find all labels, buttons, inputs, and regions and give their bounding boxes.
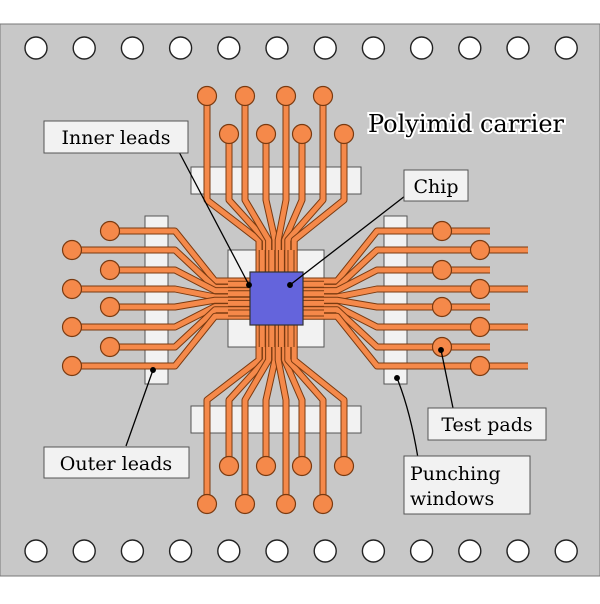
test-pad [99, 259, 121, 281]
test-pad [333, 123, 355, 145]
label-chip: Chip [403, 169, 469, 202]
lead-left [110, 228, 250, 284]
sprocket-hole [265, 36, 289, 60]
lead-bottom [291, 325, 347, 466]
callouts [125, 149, 454, 459]
lead-bottom [242, 325, 272, 504]
sprocket-hole [24, 539, 48, 563]
sprocket-hole [217, 539, 241, 563]
test-pad [234, 85, 256, 107]
test-pad [312, 85, 334, 107]
sprocket-hole [313, 36, 337, 60]
test-pad [61, 239, 83, 261]
carrier-title: Polyimid carrier [368, 110, 565, 138]
test-pad [431, 259, 453, 281]
sprocket-hole [217, 36, 241, 60]
punching-window-bottom [190, 405, 362, 434]
lead-bottom [285, 325, 326, 504]
test-pad [196, 493, 218, 515]
test-pad [469, 239, 491, 261]
lead-left [110, 267, 250, 294]
label-outer-leads: Outer leads [43, 446, 190, 479]
inner-leads-label: Inner leads [62, 127, 171, 149]
test-pad [61, 355, 83, 377]
test-pad [275, 493, 297, 515]
test-pad [61, 278, 83, 300]
test-pad [333, 455, 355, 477]
sprocket-hole [361, 539, 386, 563]
test-pad [255, 455, 277, 477]
test-pad [99, 336, 121, 358]
sprocket-hole [72, 36, 96, 60]
test-pad [234, 493, 256, 515]
test-pad [431, 220, 453, 242]
punching-window-left [144, 215, 169, 385]
leads [61, 85, 528, 515]
sprocket-hole [554, 36, 578, 60]
outer-leads-label: Outer leads [60, 453, 172, 475]
test-pad [291, 455, 313, 477]
sprocket-hole [458, 36, 482, 60]
sprocket-hole [361, 36, 386, 60]
lead-left [110, 307, 250, 350]
test-pad [275, 85, 297, 107]
sprocket-hole [265, 539, 289, 563]
chip [249, 271, 304, 326]
lead-left [72, 313, 250, 369]
lead-bottom [204, 325, 262, 504]
sprocket-hole [409, 36, 434, 60]
test-pads-label: Test pads [441, 414, 532, 436]
sprocket-hole [458, 539, 482, 563]
sprocket-hole [506, 36, 530, 60]
label-punching-windows: Punching windows [403, 455, 531, 515]
test-pad [255, 123, 277, 145]
sprocket-hole [554, 539, 578, 563]
test-pad [218, 123, 240, 145]
lead-left [110, 297, 250, 310]
punching-windows-label-line1: Punching [410, 463, 501, 485]
test-pad [196, 85, 218, 107]
test-pad [469, 316, 491, 338]
punching-window-right [383, 215, 408, 385]
test-pad [99, 296, 121, 318]
sprocket-hole [506, 539, 530, 563]
sprocket-holes [24, 36, 578, 563]
test-pad [291, 123, 313, 145]
label-test-pads: Test pads [427, 407, 547, 441]
test-pad [312, 493, 334, 515]
test-pad [469, 355, 491, 377]
sprocket-hole [120, 36, 145, 60]
sprocket-hole [24, 36, 48, 60]
sprocket-hole [72, 539, 96, 563]
test-pad [469, 278, 491, 300]
sprocket-hole [120, 539, 145, 563]
punching-window-top [190, 166, 362, 195]
sprocket-hole [168, 36, 193, 60]
test-pad [218, 455, 240, 477]
punching-windows-label-line2: windows [410, 488, 494, 510]
test-pad [431, 296, 453, 318]
test-pad [61, 316, 83, 338]
chip-label: Chip [413, 176, 458, 198]
lead-bottom [275, 325, 289, 504]
label-inner-leads: Inner leads [43, 120, 189, 154]
sprocket-hole [313, 539, 337, 563]
sprocket-hole [409, 539, 434, 563]
test-pad [99, 220, 121, 242]
sprocket-hole [168, 539, 193, 563]
